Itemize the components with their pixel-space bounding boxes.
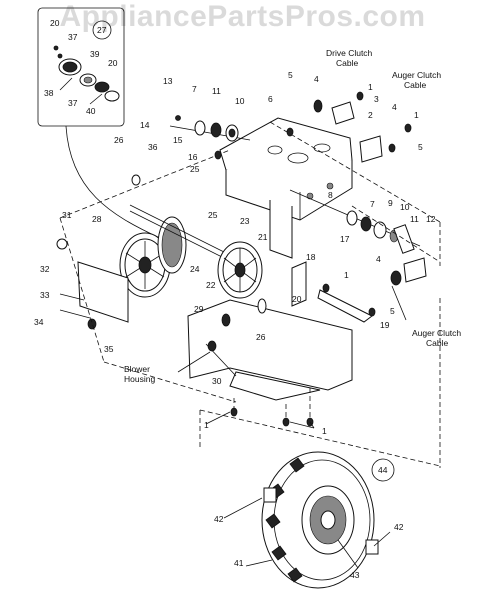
text-labels: Drive Clutch Cable Auger Clutch Cable Au… bbox=[124, 48, 461, 384]
drive-disc-25 bbox=[129, 204, 231, 274]
callout: 4 bbox=[392, 102, 397, 112]
callout: 1 bbox=[204, 420, 209, 430]
callout: 33 bbox=[40, 290, 50, 300]
callout: 21 bbox=[258, 232, 268, 242]
callout: 36 bbox=[148, 142, 158, 152]
hardware bbox=[131, 91, 412, 427]
callout: 25 bbox=[190, 164, 200, 174]
callout: 18 bbox=[306, 252, 316, 262]
watermark: AppliancePartsPros.com bbox=[59, 0, 426, 33]
left-bracket bbox=[56, 238, 129, 330]
callout: 5 bbox=[390, 306, 395, 316]
callout: 19 bbox=[380, 320, 390, 330]
callout: 2 bbox=[368, 110, 373, 120]
inset-callout: 20 bbox=[108, 58, 118, 68]
pulley-28 bbox=[119, 232, 171, 298]
callout: 11 bbox=[212, 86, 221, 96]
callout: 26 bbox=[256, 332, 266, 342]
callout: 20 bbox=[292, 294, 302, 304]
callout: 11 bbox=[410, 214, 419, 224]
inset-detail: 20 37 27 39 20 38 37 40 bbox=[37, 7, 161, 239]
callout: 10 bbox=[235, 96, 245, 106]
callout: 8 bbox=[328, 190, 333, 200]
assembly-lines bbox=[59, 121, 441, 468]
callout: 26 bbox=[114, 135, 124, 145]
callout: 32 bbox=[40, 264, 50, 274]
blower-housing-label: Blower bbox=[124, 364, 150, 374]
inset-callout: 37 bbox=[68, 98, 78, 108]
callout: 25 bbox=[208, 210, 218, 220]
callout: 15 bbox=[173, 135, 183, 145]
callout: 6 bbox=[268, 94, 273, 104]
callout: 7 bbox=[370, 199, 375, 209]
callout: 16 bbox=[188, 152, 198, 162]
callout: 13 bbox=[163, 76, 173, 86]
callout: 14 bbox=[140, 120, 150, 130]
callout: 42 bbox=[214, 514, 224, 524]
callout: 3 bbox=[374, 94, 379, 104]
callout: 44 bbox=[378, 465, 388, 475]
callout: 1 bbox=[368, 82, 373, 92]
drive-clutch-cable-label: Cable bbox=[336, 58, 358, 68]
callout: 5 bbox=[418, 142, 423, 152]
callout: 12 bbox=[426, 214, 436, 224]
inset-frame bbox=[37, 7, 125, 127]
inset-callout: 39 bbox=[90, 49, 100, 59]
inset-callout: 20 bbox=[50, 18, 60, 28]
callout: 43 bbox=[350, 570, 360, 580]
blower-housing-label: Housing bbox=[124, 374, 155, 384]
inset-callout: 27 bbox=[97, 25, 107, 35]
drive-clutch-cable-label: Drive Clutch bbox=[326, 48, 373, 58]
callout: 4 bbox=[314, 74, 319, 84]
cable-brackets bbox=[313, 99, 427, 286]
shaft-assembly-top bbox=[169, 115, 251, 142]
callout: 30 bbox=[212, 376, 222, 386]
leader-lines bbox=[177, 285, 407, 569]
inset-callout: 38 bbox=[44, 88, 54, 98]
auger-clutch-cable-label: Auger Clutch bbox=[412, 328, 461, 338]
lower-frame bbox=[187, 261, 373, 401]
callout: 35 bbox=[104, 344, 114, 354]
callout: 9 bbox=[388, 198, 393, 208]
callout: 28 bbox=[92, 214, 102, 224]
auger-clutch-cable-label: Cable bbox=[426, 338, 448, 348]
auger-clutch-cable-label: Auger Clutch bbox=[392, 70, 441, 80]
callout: 23 bbox=[240, 216, 250, 226]
frame bbox=[219, 117, 353, 259]
inset-leader bbox=[65, 125, 161, 239]
callout: 7 bbox=[192, 84, 197, 94]
callout: 34 bbox=[34, 317, 44, 327]
shaft-assembly-right bbox=[289, 189, 421, 254]
friction-wheel-22 bbox=[217, 241, 263, 299]
callout: 41 bbox=[234, 558, 244, 568]
inset-callout: 37 bbox=[68, 32, 78, 42]
callout: 1 bbox=[414, 110, 419, 120]
callout: 4 bbox=[376, 254, 381, 264]
callout: 1 bbox=[322, 426, 327, 436]
tire-wheel bbox=[261, 451, 395, 589]
inset-callout: 40 bbox=[86, 106, 96, 116]
callout: 42 bbox=[394, 522, 404, 532]
callout: 17 bbox=[340, 234, 350, 244]
callout: 5 bbox=[288, 70, 293, 80]
callout-numbers: 13 7 11 10 6 5 4 1 2 3 4 1 5 14 15 16 26… bbox=[34, 70, 436, 580]
auger-clutch-cable-label: Cable bbox=[404, 80, 426, 90]
callout: 24 bbox=[190, 264, 200, 274]
callout: 22 bbox=[206, 280, 216, 290]
callout: 10 bbox=[400, 202, 410, 212]
callout: 1 bbox=[344, 270, 349, 280]
callout: 29 bbox=[194, 304, 204, 314]
callout: 31 bbox=[62, 210, 72, 220]
